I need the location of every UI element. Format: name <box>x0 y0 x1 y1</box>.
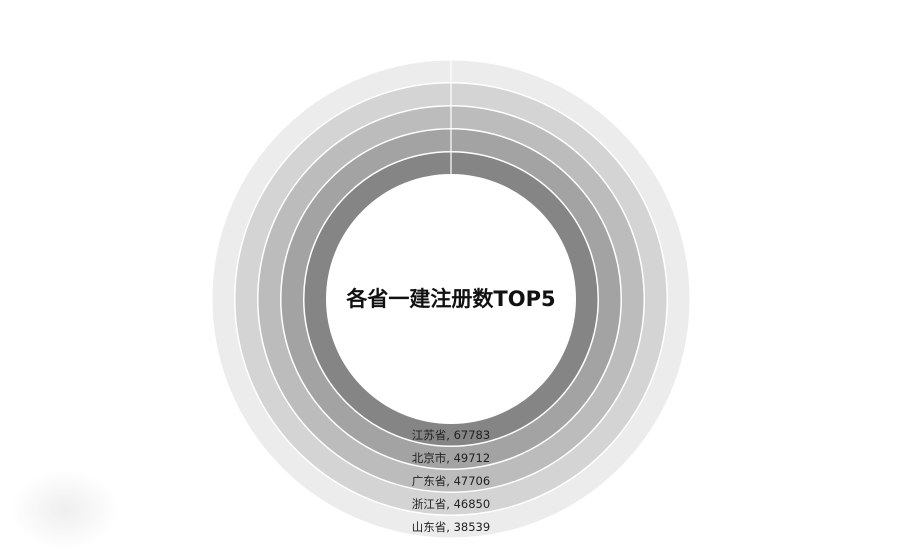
rings-group <box>212 60 690 538</box>
background-smudge <box>10 470 120 550</box>
ring-label-3: 广东省, 47706 <box>412 474 490 488</box>
ring-label-1: 江苏省, 67783 <box>412 428 490 442</box>
ring-labels-group: 江苏省, 67783 北京市, 49712 广东省, 47706 浙江省, 46850… <box>412 428 490 534</box>
ring-label-5: 山东省, 38539 <box>412 520 490 534</box>
chart-title: 各省一建注册数TOP5 <box>345 287 555 311</box>
ring-label-4: 浙江省, 46850 <box>412 497 490 511</box>
ring-label-2: 北京市, 49712 <box>412 451 490 465</box>
